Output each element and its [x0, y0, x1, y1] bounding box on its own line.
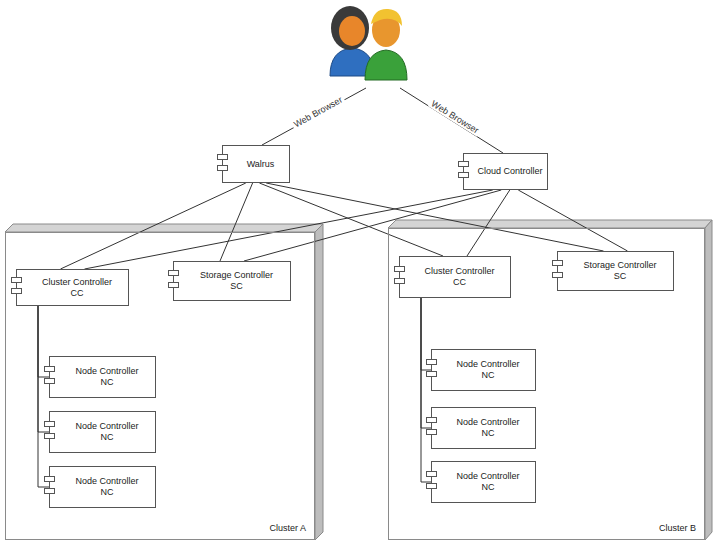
connector-line: [421, 298, 431, 482]
component-tab: [217, 165, 228, 171]
component-tab: [426, 417, 437, 423]
component-name: Node Controller NC: [71, 476, 143, 498]
line-label: Web Browser: [428, 97, 482, 136]
users-icon: [330, 6, 407, 80]
component-name: Walrus: [247, 159, 275, 170]
connector-line: [467, 190, 510, 256]
cluster-front-face: [5, 232, 315, 540]
component-name: Node Controller NC: [71, 366, 143, 388]
cluster-top-face: [5, 224, 323, 232]
cluster-side-face: [315, 224, 323, 540]
component-tab: [44, 421, 55, 427]
component-tab: [11, 288, 22, 294]
component-tab: [168, 270, 179, 276]
component-name: Cluster Controller CC: [35, 277, 119, 299]
component-name: Node Controller NC: [452, 417, 524, 439]
component-name: Cloud Controller: [477, 166, 542, 177]
component-box: Storage Controller SC: [173, 261, 291, 301]
component-tab: [426, 483, 437, 489]
component-box: Node Controller NC: [49, 356, 156, 398]
cluster-side-face: [705, 220, 712, 540]
connector-line: [244, 190, 501, 261]
cluster-box: Cluster B Cluster Controller CC Storage Co…: [388, 228, 705, 540]
cluster-name: Cluster B: [659, 523, 696, 533]
component-tab: [394, 278, 405, 284]
component-box: Cluster Controller CC: [16, 269, 129, 306]
cluster-box: Cluster A Cluster Controller CC Storage Co…: [5, 232, 315, 540]
line-label: Web Browser: [290, 94, 345, 131]
component-tab: [44, 366, 55, 372]
component-tab: [458, 161, 469, 167]
component-name: Node Controller NC: [452, 471, 524, 493]
component-name: Storage Controller SC: [195, 270, 279, 292]
connector-line: [518, 190, 627, 251]
connector-line: [220, 183, 253, 261]
cluster-top-face: [388, 220, 712, 228]
component-name: Cluster Controller CC: [418, 266, 502, 288]
component-box: Node Controller NC: [431, 461, 536, 503]
component-tab: [426, 359, 437, 365]
cluster-name: Cluster A: [269, 523, 306, 533]
component-name: Storage Controller SC: [578, 260, 662, 282]
component-tab: [426, 429, 437, 435]
component-tab: [217, 154, 228, 160]
component-box: Storage Controller SC: [557, 251, 674, 291]
component-tab: [168, 282, 179, 288]
browser-line: [400, 88, 503, 153]
component-tab: [426, 471, 437, 477]
component-box: Node Controller NC: [431, 407, 536, 449]
component-tab: [552, 260, 563, 266]
component-tab: [11, 277, 22, 283]
component-tab: [44, 433, 55, 439]
component-tab: [44, 378, 55, 384]
connector-line: [38, 306, 49, 487]
cluster-front-face: [388, 228, 705, 540]
component-tab: [458, 172, 469, 178]
component-tab: [552, 272, 563, 278]
component-box: Node Controller NC: [49, 411, 156, 453]
browser-line: [262, 88, 366, 145]
component-box: Cloud Controller: [463, 153, 548, 190]
component-name: Node Controller NC: [452, 359, 524, 381]
component-tab: [426, 371, 437, 377]
component-tab: [394, 266, 405, 272]
component-tab: [44, 488, 55, 494]
component-name: Node Controller NC: [71, 421, 143, 443]
component-box: Walrus: [222, 145, 290, 183]
component-box: Cluster Controller CC: [399, 256, 511, 298]
component-tab: [44, 476, 55, 482]
component-box: Node Controller NC: [49, 466, 156, 508]
connector-line: [259, 183, 443, 256]
component-box: Node Controller NC: [431, 349, 536, 391]
